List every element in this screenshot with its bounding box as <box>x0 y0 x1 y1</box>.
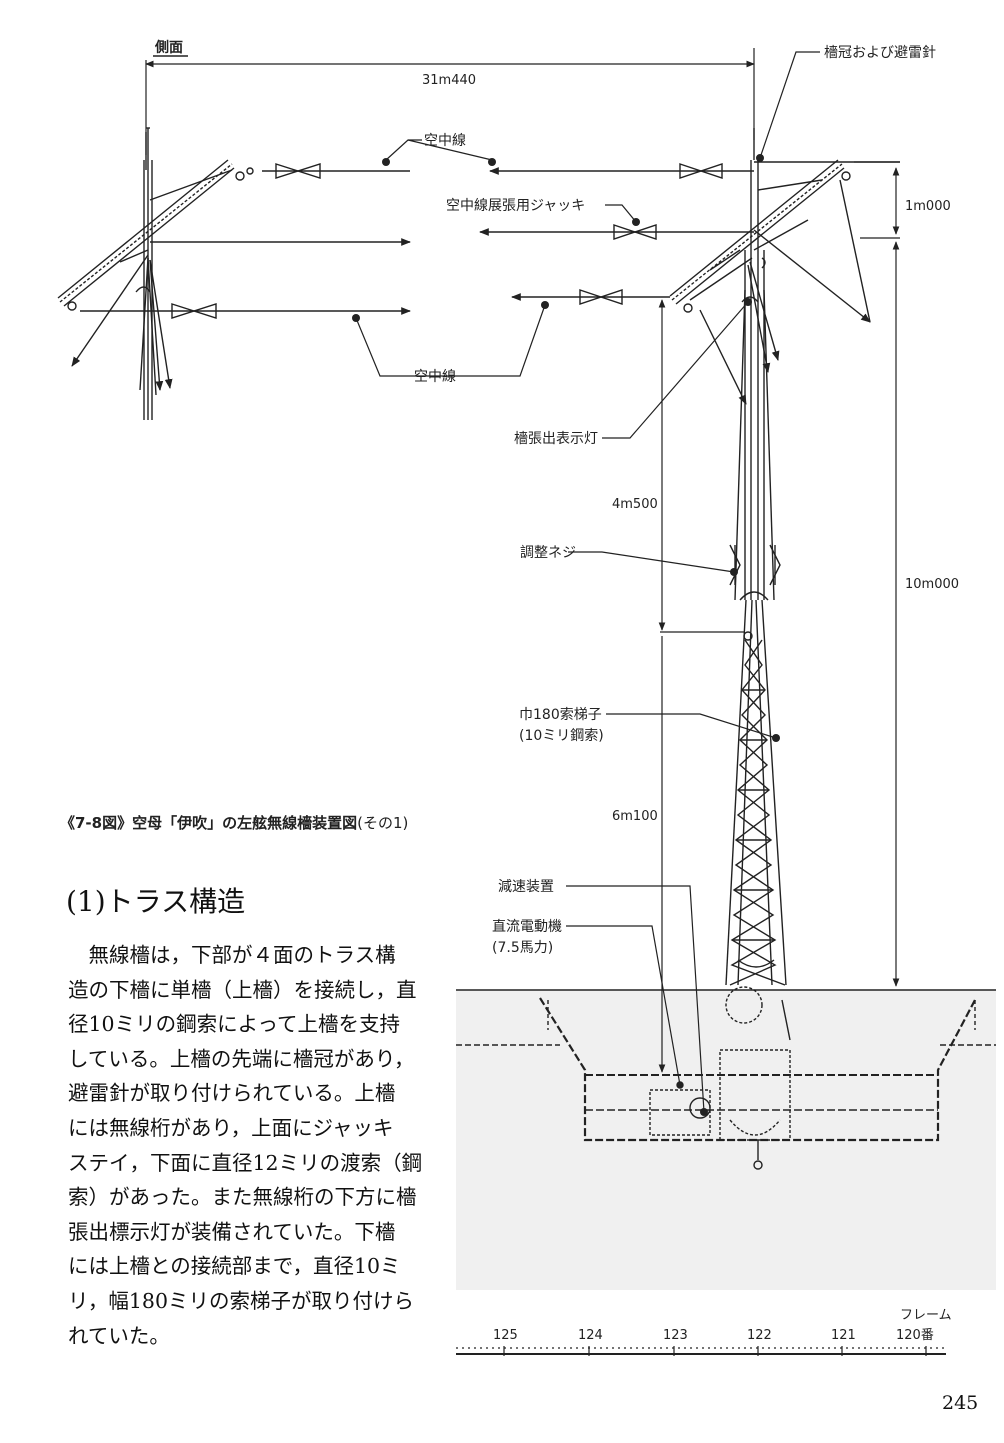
side-view-mast <box>57 127 411 420</box>
body-line: 造の下檣に単檣（上檣）を接続し，直 <box>68 977 417 1002</box>
figure-caption: 《7-8図》空母「伊吹」の左舷無線檣装置図(その1) <box>60 812 408 833</box>
vertical-dimensions <box>658 161 900 1073</box>
width-label: 31m440 <box>422 73 476 88</box>
body-line: には上檣との接続部まで，直径10ミ <box>68 1254 401 1279</box>
jack-label: 空中線展張用ジャッキ <box>446 198 585 214</box>
dim-4m5-label: 4m500 <box>612 497 658 512</box>
figure-caption-sub: (その1) <box>357 814 409 832</box>
motor-label-1: 直流電動機 <box>492 918 562 935</box>
masthead-label: 檣冠および避雷針 <box>824 45 936 61</box>
frame-number-123: 123 <box>663 1328 688 1343</box>
ladder-label-2: (10ミリ鋼索) <box>519 727 604 744</box>
frame-number-121: 121 <box>831 1328 856 1343</box>
dim-10m-label: 10m000 <box>905 577 959 592</box>
motor-label-2: (7.5馬力) <box>492 940 553 956</box>
frame-label-1: フレーム <box>900 1308 952 1323</box>
deck-structure <box>456 986 996 1170</box>
frame-number-122: 122 <box>747 1328 772 1343</box>
section-heading: (1)トラス構造 <box>66 885 246 918</box>
figure-caption-main: 《7-8図》空母「伊吹」の左舷無線檣装置図 <box>60 814 358 832</box>
body-line: 索）があった。また無線桁の下方に檣 <box>68 1185 417 1210</box>
body-line: リ，幅180ミリの索梯子が取り付けら <box>68 1288 415 1313</box>
body-line: 無線檣は，下部が４面のトラス構 <box>68 943 396 967</box>
dim-1m-label: 1m000 <box>905 199 951 214</box>
frame-scale <box>456 1346 946 1356</box>
frame-number-124: 124 <box>578 1328 603 1343</box>
body-line: 避雷針が取り付けられている。上檣 <box>68 1081 396 1106</box>
frame-number-125: 125 <box>493 1328 518 1343</box>
reduction-gear-label: 減速装置 <box>498 878 554 895</box>
frame-label-2: 120番 <box>896 1328 934 1343</box>
body-line: れていた。 <box>68 1323 170 1348</box>
body-line: している。上檣の先端に檣冠があり， <box>68 1046 415 1071</box>
mast-light-label: 檣張出表示灯 <box>514 431 598 447</box>
page-number: 245 <box>942 1392 979 1414</box>
body-line: 張出標示灯が装備されていた。下檣 <box>68 1219 396 1244</box>
body-line: 径10ミリの鋼索によって上檣を支持 <box>68 1012 400 1037</box>
body-line: には無線桁があり，上面にジャッキ <box>68 1115 394 1140</box>
antenna-top-label: 空中線 <box>424 133 466 149</box>
main-mast <box>479 128 900 986</box>
antenna-bottom-label: 空中線 <box>414 369 456 385</box>
callout-dots <box>352 154 780 1116</box>
callout-leaders <box>355 51 820 1113</box>
dim-6m1-label: 6m100 <box>612 809 658 824</box>
body-paragraph: 無線檣は，下部が４面のトラス構 造の下檣に単檣（上檣）を接続し，直 径10ミリの… <box>68 938 423 1353</box>
ladder-label-1: 巾180索梯子 <box>519 706 602 723</box>
body-line: ステイ，下面に直径12ミリの渡索（鋼 <box>68 1150 423 1175</box>
turnbuckle-label: 調整ネジ <box>520 545 576 561</box>
side-view-label: 側面 <box>154 39 183 56</box>
